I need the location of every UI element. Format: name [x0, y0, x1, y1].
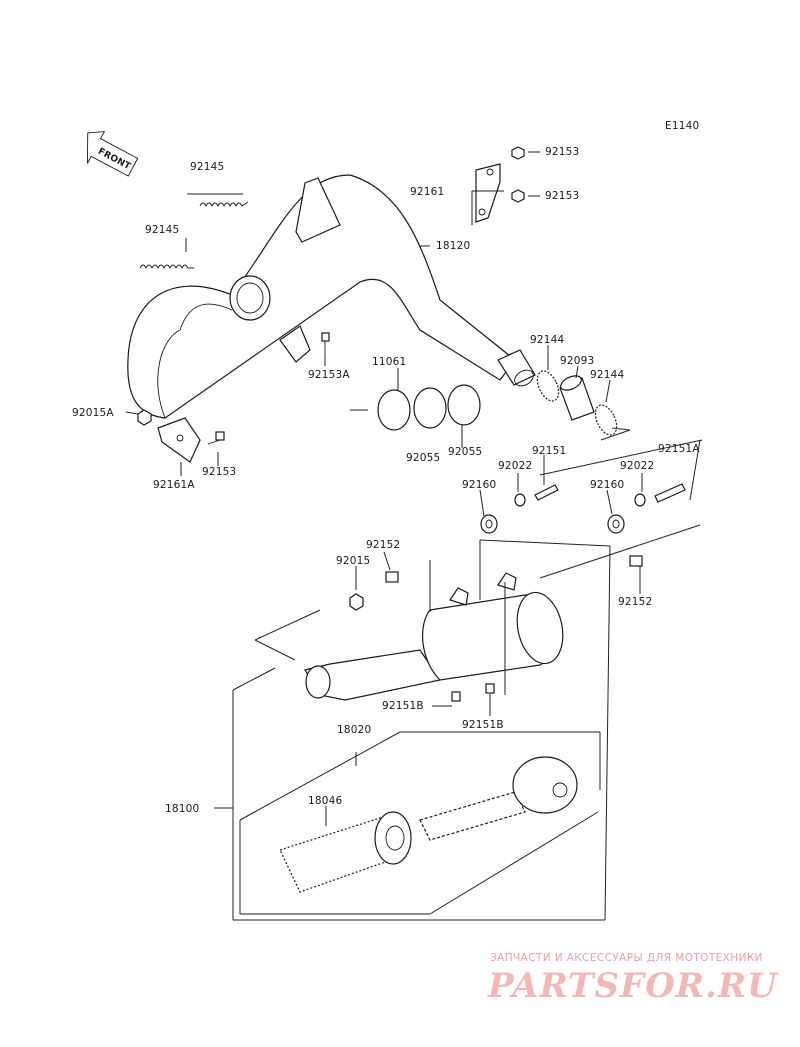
- label-92093: 92093: [560, 355, 594, 367]
- label-92151B-a: 92151B: [382, 700, 424, 712]
- label-92153-top2: 92153: [545, 190, 579, 202]
- watermark-logo: PARTSFOR.RU: [488, 966, 778, 1006]
- muffler-18100: [304, 572, 564, 702]
- collar-92152-a-icon: [385, 571, 399, 583]
- label-92161A: 92161A: [153, 479, 195, 491]
- label-92022-a: 92022: [498, 460, 532, 472]
- label-11061: 11061: [372, 356, 406, 368]
- clamp-ring-92144-b: [594, 404, 618, 436]
- bolt-92153-top2-icon: [511, 189, 525, 203]
- leader-lines: [125, 151, 703, 921]
- label-92055-a: 92055: [406, 452, 440, 464]
- label-92160-b: 92160: [590, 479, 624, 491]
- label-18100: 18100: [165, 803, 199, 815]
- label-18120: 18120: [436, 240, 470, 252]
- label-92151A: 92151A: [658, 443, 700, 455]
- bolt-92153-mid-icon: [207, 431, 225, 445]
- label-92145-a: 92145: [190, 161, 224, 173]
- bolt-92153A-icon: [321, 332, 330, 356]
- label-92022-b: 92022: [620, 460, 654, 472]
- label-18020: 18020: [337, 724, 371, 736]
- spring-92145-lower: [139, 264, 194, 270]
- grommet-92160-b-icon: [607, 514, 625, 534]
- sleeve-92093: [559, 375, 595, 421]
- header-pipe-18120: [127, 174, 536, 463]
- label-92015A: 92015A: [72, 407, 114, 419]
- bolt-92153-top1-icon: [511, 146, 525, 160]
- label-92152-b: 92152: [618, 596, 652, 608]
- watermark-tagline: ЗАПЧАСТИ И АКСЕССУАРЫ ДЛЯ МОТОТЕХНИКИ: [490, 952, 763, 964]
- collar-92152-b-icon: [629, 555, 643, 567]
- label-18046: 18046: [308, 795, 343, 807]
- bolt-92151-icon: [534, 484, 559, 501]
- label-92152-a: 92152: [366, 539, 400, 551]
- label-92144-a: 92144: [530, 334, 565, 346]
- label-92015: 92015: [336, 555, 370, 567]
- grommet-92160-a-icon: [480, 514, 498, 534]
- label-92153-mid: 92153: [202, 466, 236, 478]
- gasket-rings: [377, 384, 481, 431]
- front-arrow-icon: FRONT: [86, 131, 139, 177]
- diagram-code: E1140: [665, 120, 699, 132]
- label-92055-b: 92055: [448, 446, 482, 458]
- label-92145-b: 92145: [145, 224, 179, 236]
- washer-92022-b-icon: [634, 493, 646, 507]
- washer-92022-a-icon: [514, 493, 526, 507]
- label-92151: 92151: [532, 445, 566, 457]
- nut-92015-icon: [349, 593, 364, 611]
- part-labels: 92145 92145 92153 92161 92153 18120 9215…: [72, 146, 700, 815]
- label-92144-b: 92144: [590, 369, 625, 381]
- clamp-ring-92144-a: [536, 370, 560, 402]
- label-92153A: 92153A: [308, 369, 350, 381]
- label-92151B-b: 92151B: [462, 719, 504, 731]
- label-92160-a: 92160: [462, 479, 496, 491]
- bolt-92151A-icon: [654, 483, 686, 503]
- spring-92145-upper: [199, 201, 249, 208]
- silencer-insert-18020: [419, 756, 578, 841]
- packing-18046: [279, 811, 412, 893]
- nut-92015A-icon: [137, 409, 152, 426]
- label-92153-top1: 92153: [545, 146, 579, 158]
- label-92161: 92161: [410, 186, 444, 198]
- bracket-92161: [475, 163, 501, 223]
